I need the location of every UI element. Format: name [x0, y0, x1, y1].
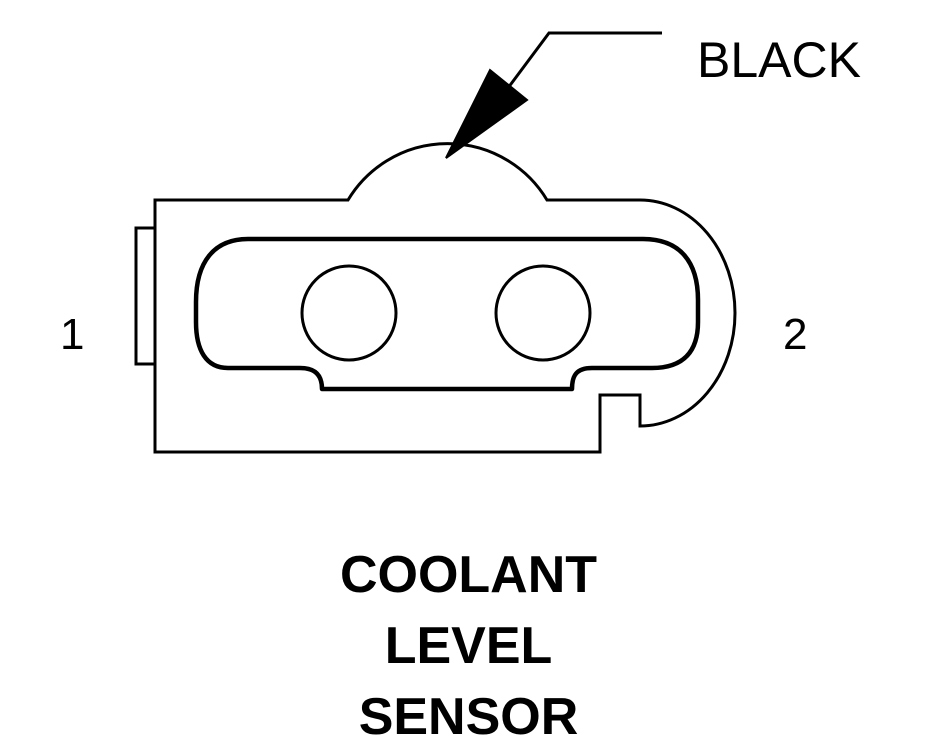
title-line-2: LEVEL	[384, 617, 553, 675]
title-line-3: SENSOR	[358, 688, 579, 746]
pin-2-label: 2	[783, 310, 808, 359]
terminal-hole-2	[494, 264, 592, 362]
pin-1-label: 1	[60, 310, 85, 359]
latch-tab	[134, 226, 155, 366]
connector-housing	[153, 142, 737, 454]
wire-color-label: BLACK	[697, 32, 861, 88]
component-title: COOLANT LEVEL SENSOR	[0, 540, 937, 753]
terminal-hole-1	[300, 264, 398, 362]
terminal-cavity	[193, 236, 701, 392]
title-line-1: COOLANT	[339, 546, 598, 604]
callout-leader-line	[503, 31, 662, 93]
callout-arrowhead	[445, 68, 529, 159]
